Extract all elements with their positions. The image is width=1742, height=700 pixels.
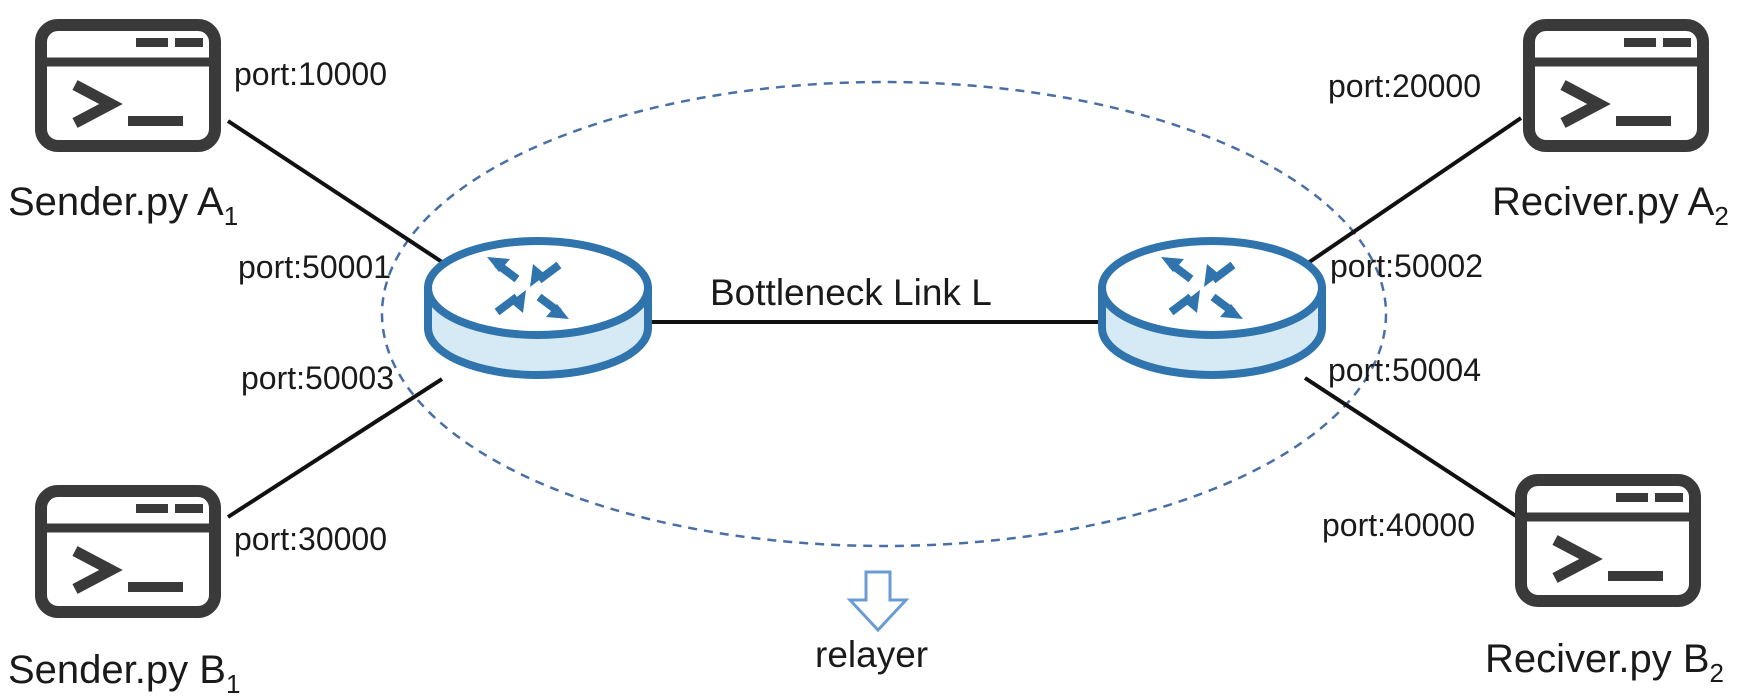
link-receiver-b: [1303, 376, 1518, 518]
receiver-a-label: Reciver.py A2: [1492, 180, 1729, 231]
sender-a-label: Sender.py A1: [8, 180, 238, 231]
link-sender-b: [226, 377, 444, 519]
links: [226, 116, 1523, 519]
relayer-label: relayer: [815, 634, 928, 675]
link-receiver-a: [1303, 116, 1523, 267]
router-right-bottom-port: port:50004: [1328, 352, 1481, 388]
router-left-bottom-port: port:50003: [241, 360, 394, 396]
terminal-window-icon: [41, 491, 215, 612]
hollow-down-arrow-icon: [846, 570, 910, 633]
receiver-b-label: Reciver.py B2: [1485, 637, 1724, 688]
terminal-window-icon: [1521, 480, 1695, 601]
relayer-boundary: [380, 80, 1388, 548]
link-sender-a: [226, 119, 444, 264]
router-icon: [428, 241, 648, 375]
bottleneck-link-label: Bottleneck Link L: [710, 272, 992, 313]
terminal-window-icon: [41, 25, 215, 146]
sender-b-port: port:30000: [234, 521, 387, 557]
sender-b-label: Sender.py B1: [8, 648, 240, 699]
router-left-top-port: port:50001: [238, 249, 391, 285]
terminal-window-icon: [1529, 25, 1703, 146]
router-right-top-port: port:50002: [1330, 248, 1483, 284]
router-icon: [1102, 241, 1322, 375]
sender-a-port: port:10000: [234, 56, 387, 92]
receiver-a-port: port:20000: [1328, 68, 1481, 104]
receiver-b-port: port:40000: [1322, 507, 1475, 543]
